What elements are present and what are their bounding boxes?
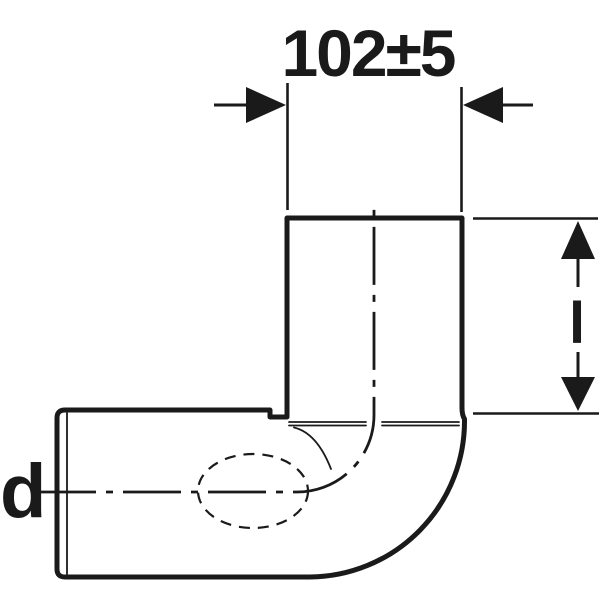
socket-joint-lines xyxy=(288,421,460,427)
length-arrow-up-icon xyxy=(561,221,595,259)
length-dimension: l xyxy=(473,217,599,415)
width-arrow-left-icon xyxy=(246,87,286,123)
width-dimension-label: 102±5 xyxy=(281,16,454,90)
width-dimension: 102±5 xyxy=(214,16,533,212)
inner-bend-line xyxy=(293,426,332,470)
width-arrow-right-icon xyxy=(463,87,503,123)
hidden-opening-ellipse xyxy=(196,452,310,530)
length-dimension-label: l xyxy=(569,291,585,356)
elbow-body-outline xyxy=(54,215,468,580)
length-arrow-down-icon xyxy=(561,377,595,411)
diameter-label: d xyxy=(0,449,46,534)
